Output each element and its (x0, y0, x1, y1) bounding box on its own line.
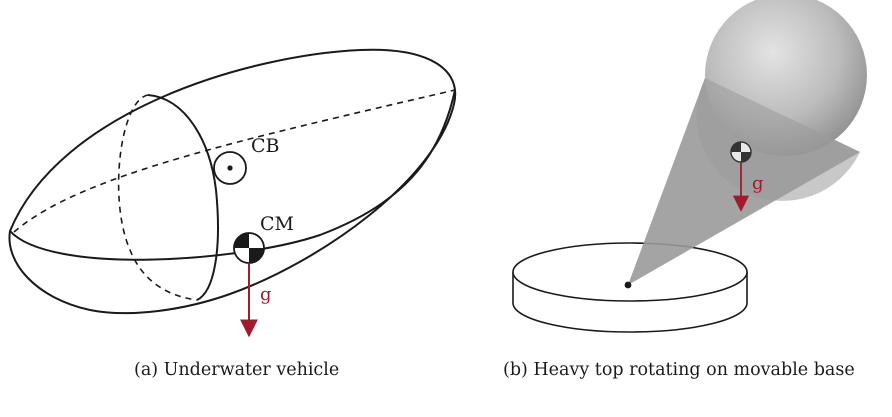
panel-a-underwater-vehicle: CB CM g (8, 48, 457, 338)
vehicle-hidden-section-line (117, 94, 198, 301)
top-center-of-mass-symbol (730, 141, 752, 163)
pivot-point (624, 281, 632, 289)
cm-label: CM (260, 213, 294, 235)
gravity-label-a: g (260, 284, 272, 305)
vehicle-cross-section (147, 94, 219, 301)
center-of-buoyancy-symbol (213, 151, 247, 185)
panel-b-heavy-top: g (512, 0, 867, 333)
vehicle-hidden-longitudinal-line (13, 89, 456, 233)
caption-heavy-top: (b) Heavy top rotating on movable base (503, 360, 855, 380)
gravity-label-b: g (752, 173, 764, 194)
caption-underwater-vehicle: (a) Underwater vehicle (134, 360, 340, 380)
cb-label: CB (251, 135, 280, 157)
movable-base-disk (512, 242, 748, 333)
center-of-mass-symbol (233, 232, 265, 264)
vehicle-longitudinal-line (9, 89, 456, 261)
sphere-cone-shadow (696, 78, 860, 201)
